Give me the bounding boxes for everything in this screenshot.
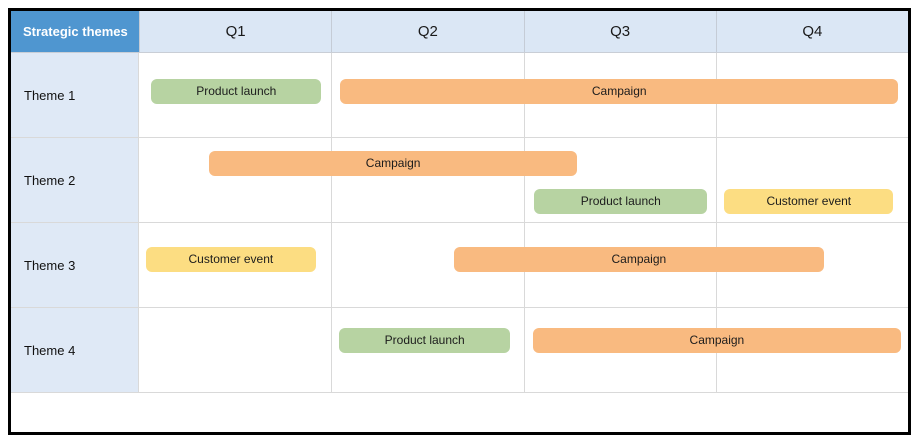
theme-row: Theme 4 Product launch Campaign (11, 308, 908, 393)
theme-label: Theme 4 (11, 308, 139, 392)
product-launch-bar[interactable]: Product launch (534, 189, 708, 214)
product-launch-bar[interactable]: Product launch (338, 328, 511, 353)
quarter-gridline (715, 138, 717, 222)
theme-row: Theme 1 Product launch Campaign (11, 53, 908, 138)
product-launch-bar[interactable]: Product launch (151, 79, 322, 104)
quarter-gridline (523, 308, 525, 392)
quarter-header-q3: Q3 (523, 11, 716, 52)
quarter-header-q1: Q1 (139, 11, 332, 52)
campaign-bar[interactable]: Campaign (532, 328, 902, 353)
corner-header-cell: Strategic themes (11, 11, 139, 52)
row-timeline: Customer event Campaign (139, 223, 908, 307)
quarter-gridline (331, 308, 333, 392)
quarter-header-q4: Q4 (715, 11, 908, 52)
theme-label: Theme 1 (11, 53, 139, 137)
row-timeline: Product launch Campaign (139, 308, 908, 392)
theme-label: Theme 3 (11, 223, 139, 307)
row-timeline: Product launch Campaign (139, 53, 908, 137)
quarter-gridline (331, 223, 333, 307)
theme-label: Theme 2 (11, 138, 139, 222)
campaign-bar[interactable]: Campaign (453, 247, 825, 272)
campaign-bar[interactable]: Campaign (340, 79, 898, 104)
quarter-gridline (523, 138, 525, 222)
campaign-bar[interactable]: Campaign (208, 151, 578, 176)
quarter-header-q2: Q2 (331, 11, 524, 52)
quarter-gridline (331, 53, 333, 137)
customer-event-bar[interactable]: Customer event (724, 189, 894, 214)
footer-band (11, 393, 908, 432)
quarter-gridline (331, 138, 333, 222)
customer-event-bar[interactable]: Customer event (145, 247, 316, 272)
